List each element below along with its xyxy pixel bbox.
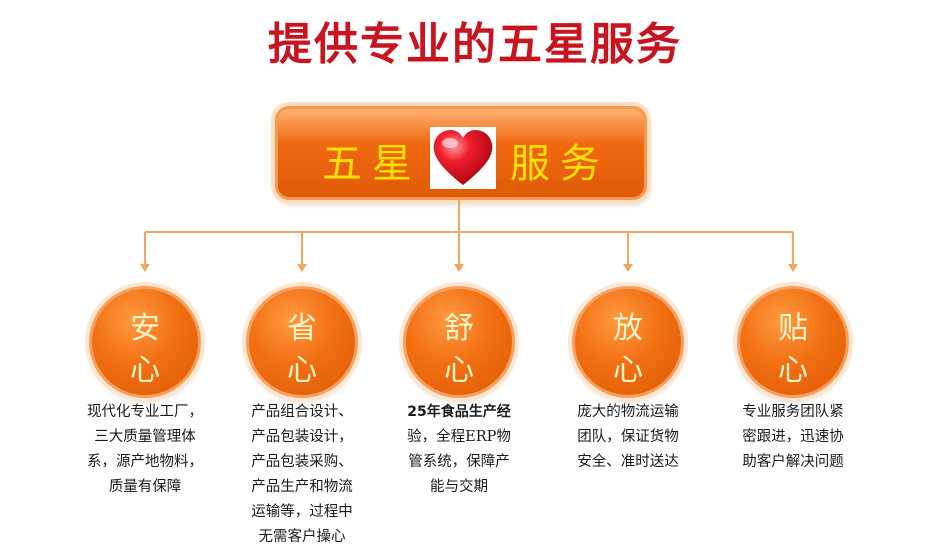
- circle-sheng-xin: 省 心: [246, 286, 358, 398]
- desc-line: 三大质量管理体: [94, 429, 196, 445]
- desc-line: 产品生产和物流: [251, 479, 353, 495]
- arrow-icon-2: [297, 264, 307, 272]
- circle-tie-xin: 贴 心: [737, 286, 849, 398]
- desc-sheng-xin: 产品组合设计、 产品包装设计， 产品包装采购、 产品生产和物流 运输等，过程中 …: [232, 400, 372, 550]
- desc-line: 运输等，过程中: [251, 504, 353, 520]
- desc-line: 验，全程ERP物: [407, 429, 511, 445]
- page-title: 提供专业的五星服务: [268, 19, 682, 70]
- circle-bottom-char: 心: [778, 353, 808, 388]
- desc-line: 密跟进，迅速协: [742, 429, 844, 445]
- desc-line: 安全、准时送达: [577, 454, 679, 470]
- circle-fang-xin: 放 心: [572, 286, 684, 398]
- desc-line: 助客户解决问题: [742, 454, 844, 470]
- desc-shu-xin: 25年食品生产经 验，全程ERP物 管系统，保障产 能与交期: [389, 400, 529, 500]
- desc-line: 质量有保障: [108, 479, 182, 495]
- arrow-icon-1: [140, 264, 150, 272]
- circle-top-char: 放: [613, 311, 643, 346]
- circle-bottom-char: 心: [444, 353, 474, 388]
- circle-top-char: 安: [130, 311, 160, 346]
- circle-top-char: 贴: [778, 311, 808, 346]
- desc-line: 管系统，保障产: [408, 454, 510, 470]
- circle-top-char: 舒: [444, 311, 474, 346]
- five-star-service-box: 五星 服务: [275, 106, 647, 200]
- desc-line: 系，源产地物料，: [87, 454, 203, 470]
- desc-tie-xin: 专业服务团队紧 密跟进，迅速协 助客户解决问题: [723, 400, 863, 475]
- desc-line: 25年食品生产经: [407, 404, 511, 420]
- heart-icon: [430, 127, 496, 189]
- desc-line: 现代化专业工厂，: [87, 404, 203, 420]
- circle-bottom-char: 心: [287, 353, 317, 388]
- desc-line: 能与交期: [430, 479, 488, 495]
- desc-fang-xin: 庞大的物流运输 团队，保证货物 安全、准时送达: [558, 400, 698, 475]
- circle-top-char: 省: [287, 311, 317, 346]
- circle-shu-xin: 舒 心: [403, 286, 515, 398]
- main-text-right: 服务: [510, 141, 610, 187]
- desc-line: 产品包装设计，: [251, 429, 353, 445]
- main-text-left: 五星: [322, 141, 422, 187]
- arrow-icon-4: [623, 264, 633, 272]
- arrow-icon-5: [788, 264, 798, 272]
- desc-line: 产品包装采购、: [251, 454, 353, 470]
- circle-bottom-char: 心: [130, 353, 160, 388]
- desc-an-xin: 现代化专业工厂， 三大质量管理体 系，源产地物料， 质量有保障: [75, 400, 215, 500]
- desc-line: 产品组合设计、: [251, 404, 353, 420]
- desc-line: 无需客户操心: [258, 529, 346, 545]
- circle-bottom-char: 心: [613, 353, 643, 388]
- desc-line: 专业服务团队紧: [742, 404, 844, 420]
- desc-line: 庞大的物流运输: [577, 404, 679, 420]
- circle-an-xin: 安 心: [89, 286, 201, 398]
- desc-line: 团队，保证货物: [577, 429, 679, 445]
- arrow-icon-3: [454, 264, 464, 272]
